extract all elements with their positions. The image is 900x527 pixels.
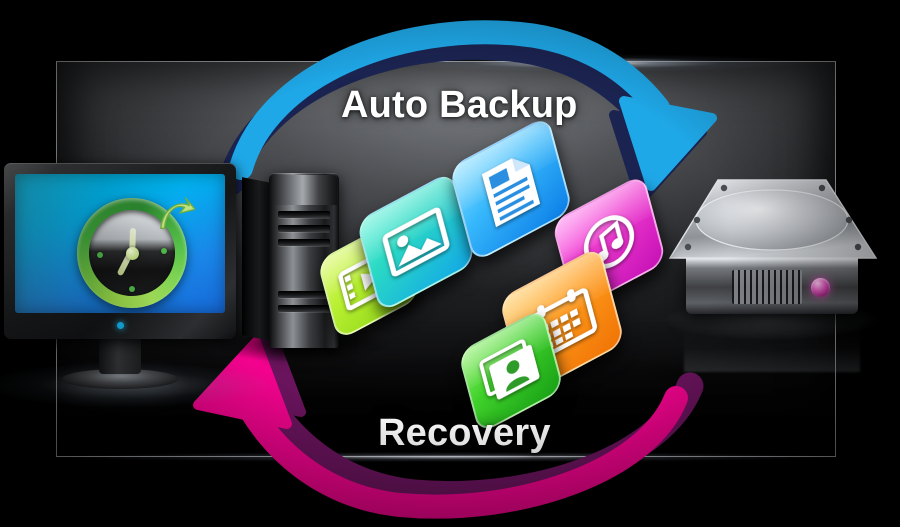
- contact-card-glyph: [479, 339, 540, 400]
- photo-file-icon[interactable]: [355, 170, 484, 319]
- hard-drive-power-led: [811, 278, 830, 297]
- monitor-screen: [15, 174, 225, 313]
- recovery-label: Recovery: [378, 412, 551, 454]
- hard-drive-top-plate: [668, 179, 878, 259]
- monitor-bezel: [4, 163, 236, 339]
- hard-drive-vents: [732, 270, 802, 304]
- contacts-file-icon[interactable]: [457, 307, 572, 440]
- clock-rewind-icon: [77, 197, 195, 308]
- image-mountain-glyph: [382, 207, 450, 277]
- monitor-power-led: [117, 322, 124, 329]
- document-page-glyph: [481, 158, 541, 228]
- monitor: [0, 163, 268, 407]
- rewind-arrow-icon: [160, 197, 195, 229]
- document-file-icon[interactable]: [448, 114, 581, 268]
- monitor-stand: [99, 339, 141, 374]
- auto-backup-label: Auto Backup: [341, 84, 578, 126]
- external-hard-drive: [664, 174, 880, 372]
